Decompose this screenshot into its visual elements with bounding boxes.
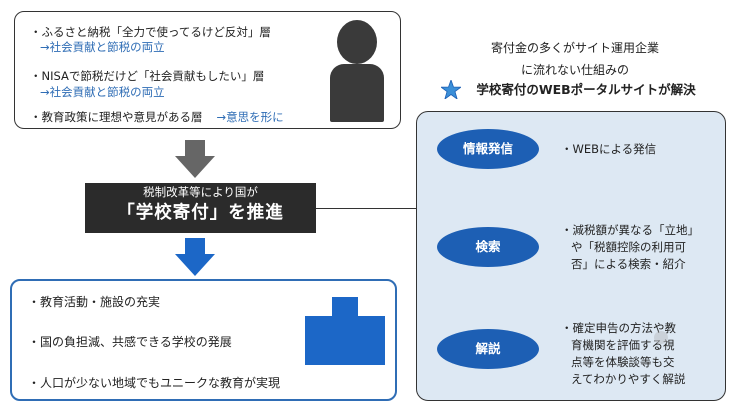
right-title-line2: に流れない仕組みの — [520, 63, 629, 77]
down-arrow-blue-icon — [175, 238, 215, 276]
feature-pill-search: 検索 — [437, 227, 539, 267]
feature-desc-line: や「税額控除の利用可 — [571, 240, 686, 254]
banner-title: 「学校寄付」を推進 — [117, 203, 284, 223]
right-title-line3: 学校寄付のWEBポータルサイトが解決 — [476, 82, 696, 97]
feature-desc-line: ・減税額が異なる「立地」 — [561, 223, 699, 237]
feature-desc-line: ・確定申告の方法や教 — [561, 321, 676, 335]
outcome-item-unique-education: ・人口が少ない地域でもユニークな教育が実現 — [28, 376, 281, 390]
school-building-icon — [332, 297, 358, 317]
feature-desc-info: ・WEBによる発信 — [561, 141, 656, 158]
feature-desc-explain: ・確定申告の方法や教 育機関を評価する視 点等を体験談等も交 えてわかりやすく解… — [561, 320, 685, 388]
person-silhouette-icon — [337, 20, 377, 64]
feature-desc-line: 否」による検索・紹介 — [571, 257, 686, 271]
image-smudge — [654, 331, 668, 344]
feature-desc-line: 育機関を評価する視 — [571, 338, 675, 352]
connector-line — [316, 208, 416, 209]
audience-item-nisa-benefit: →社会貢献と節税の両立 — [40, 85, 165, 99]
outcome-item-burden: ・国の負担減、共感できる学校の発展 — [28, 335, 232, 349]
feature-desc-search: ・減税額が異なる「立地」 や「税額控除の利用可 否」による検索・紹介 — [561, 222, 699, 273]
audience-item-furusato: ・ふるさと納税「全力で使ってるけど反対」層 — [30, 25, 271, 39]
feature-desc-line: ・WEBによる発信 — [561, 142, 657, 156]
feature-desc-line: 点等を体験談等も交 — [571, 355, 675, 369]
down-arrow-icon — [175, 140, 215, 178]
audience-item-policy-highlight: →意思を形に — [216, 110, 284, 124]
audience-item-nisa: ・NISAで節税だけど「社会貢献もしたい」層 — [30, 69, 265, 83]
outcome-item-facilities: ・教育活動・施設の充実 — [28, 295, 161, 309]
banner-subtitle: 税制改革等により国が — [143, 185, 258, 199]
star-icon — [441, 80, 461, 99]
feature-pill-info: 情報発信 — [437, 129, 539, 169]
audience-item-policy-label: ・教育政策に理想や意見がある層 — [30, 110, 203, 124]
audience-item-policy: ・教育政策に理想や意見がある層 →意思を形に — [30, 110, 284, 125]
policy-banner: 税制改革等により国が 「学校寄付」を推進 — [85, 183, 316, 233]
feature-desc-line: えてわかりやすく解説 — [571, 372, 686, 386]
audience-item-furusato-benefit: →社会貢献と節税の両立 — [40, 40, 165, 54]
right-title-line1: 寄付金の多くがサイト運用企業 — [490, 41, 659, 55]
person-silhouette-body — [330, 64, 384, 122]
school-building-base — [305, 316, 385, 365]
feature-pill-explain: 解説 — [437, 329, 539, 369]
